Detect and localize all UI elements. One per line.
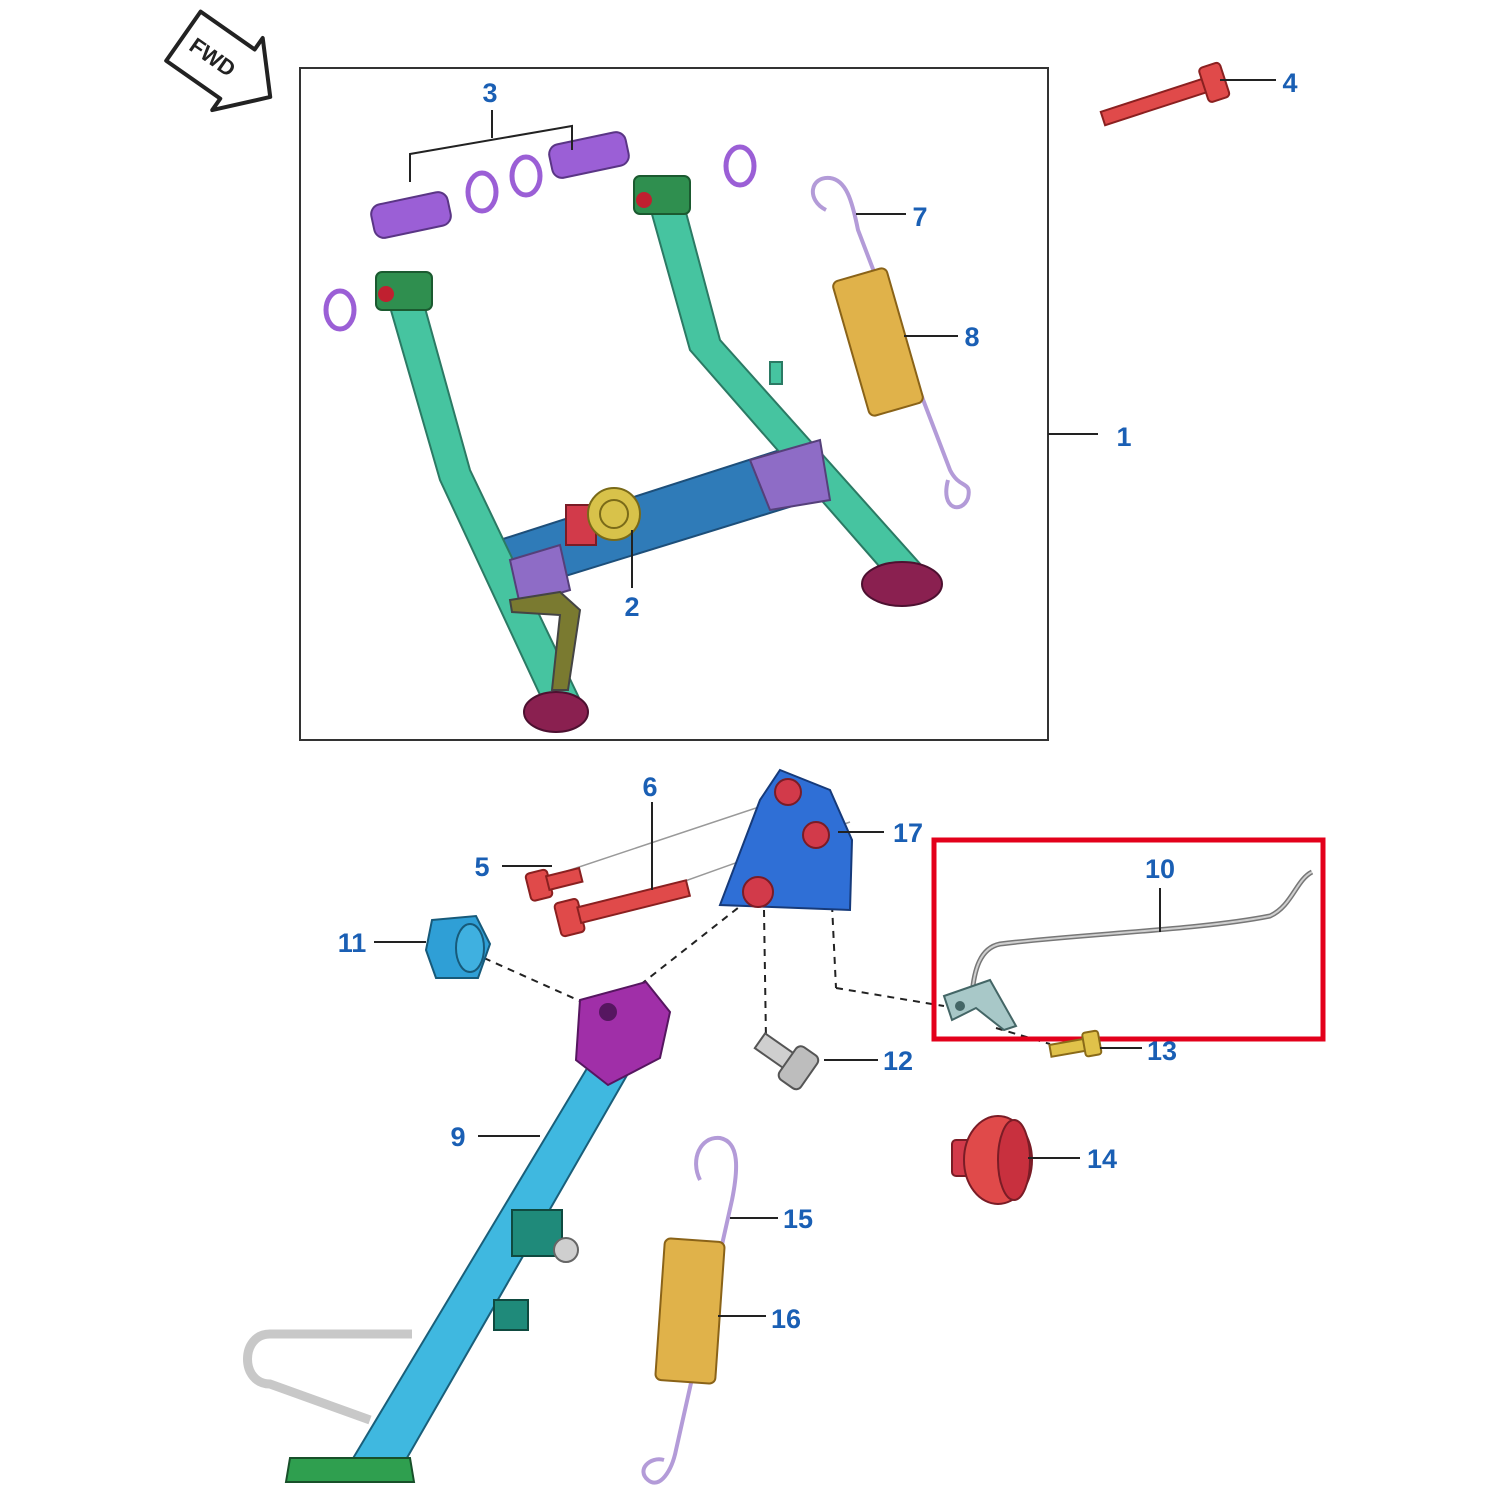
flange-bolt-icon xyxy=(553,879,692,938)
stand-bushing-icon xyxy=(323,131,757,332)
main-stand-assembly-icon xyxy=(375,175,943,733)
stand-stopper-icon xyxy=(587,487,641,541)
spring-cover-icon xyxy=(832,267,924,417)
highlight-box xyxy=(931,837,1326,1042)
callout-11: 11 xyxy=(338,928,367,958)
callout-9: 9 xyxy=(450,1122,465,1152)
callout-8: 8 xyxy=(964,322,979,352)
main-stand-frame xyxy=(299,67,1049,741)
pivot-bolt-icon xyxy=(753,1031,820,1091)
side-stand-switch-icon xyxy=(942,869,1314,1032)
leader-lines xyxy=(374,79,1276,1317)
spring-cover-icon xyxy=(654,1237,726,1385)
callout-16: 16 xyxy=(771,1304,801,1334)
callout-5: 5 xyxy=(474,852,489,882)
return-spring-icon xyxy=(641,1135,739,1485)
callout-6: 6 xyxy=(642,772,657,802)
callout-4: 4 xyxy=(1282,68,1297,98)
flange-bolt-icon xyxy=(1099,61,1231,127)
return-spring-icon xyxy=(810,175,971,510)
callout-17: 17 xyxy=(893,818,923,848)
callout-7: 7 xyxy=(912,202,927,232)
side-stand-icon xyxy=(243,980,672,1483)
callout-3: 3 xyxy=(482,78,497,108)
forward-arrow-icon: FWD xyxy=(164,9,273,113)
callout-2: 2 xyxy=(624,592,639,622)
callout-1: 1 xyxy=(1116,422,1131,452)
callout-15: 15 xyxy=(783,1204,813,1234)
nut-icon xyxy=(424,914,492,979)
flange-bolt-icon xyxy=(524,866,584,902)
callout-14: 14 xyxy=(1087,1144,1117,1174)
callout-12: 12 xyxy=(883,1046,913,1076)
rubber-stopper-icon xyxy=(951,1115,1033,1205)
screw-icon xyxy=(1048,1029,1103,1058)
callout-13: 13 xyxy=(1147,1036,1177,1066)
callout-10: 10 xyxy=(1145,854,1175,884)
side-stand-bracket-icon xyxy=(718,768,854,912)
